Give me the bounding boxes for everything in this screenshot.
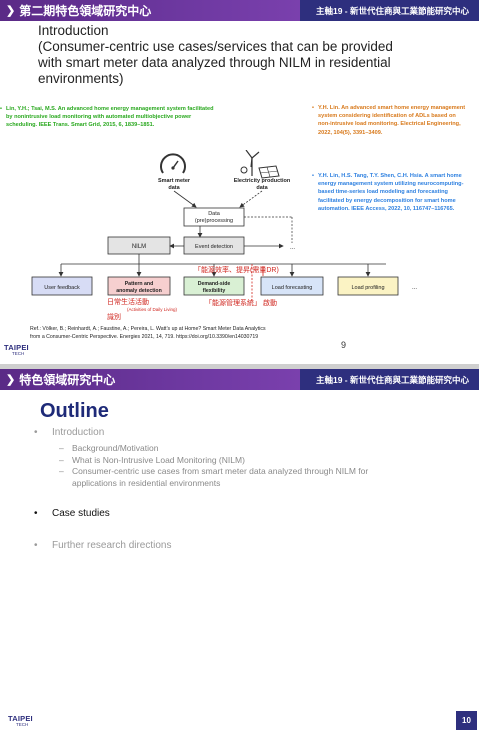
logo-subtext: TECH [12,351,25,356]
pattern-detection-label: Pattern and [125,281,154,287]
wind-turbine-icon [245,150,260,176]
slide-separator [0,364,479,369]
red-annotation: 「能源管理系統」 啟動 [205,298,277,307]
slide-header: ❯ 特色領域研究中心 主軸19 - 新世代住商與工業節能研究中心 [0,369,479,390]
outline-list: • Introduction – Background/Motivation –… [34,426,454,552]
reference-text: Y.H. Lin. An advanced smart home energy … [318,105,466,136]
pattern-detection-label: anomaly detection [116,288,162,294]
outline-item: • Further research directions [34,539,454,552]
outline-subitem-continuation: applications in residential environments [34,478,454,490]
header-left: ❯ 特色領域研究中心 [0,369,300,390]
gauge-icon [160,153,186,174]
slide-10: ❯ 特色領域研究中心 主軸19 - 新世代住商與工業節能研究中心 Outline… [0,369,479,733]
bullet: • [34,427,38,438]
slide-title: Outline [40,400,109,422]
logo-text: TAIPEI [4,343,29,352]
user-feedback-label: User feedback [44,285,80,291]
load-profiling-box [337,276,399,296]
slide-9: ❯ 第二期特色領域研究中心 主軸19 - 新世代住商與工業節能研究中心 Intr… [0,0,479,364]
reference-blue: • Y.H. Lin, H.S. Tang, T.Y. Shen, C.H. H… [312,172,468,213]
header-right: 主軸19 - 新世代住商與工業節能研究中心 [300,369,479,390]
outline-item: • Introduction [34,426,454,439]
reference-green: • Lin, Y.H.; Tsai, M.S. An advanced home… [0,105,221,129]
outline-subitem-label: Consumer-centric use cases from smart me… [72,466,369,476]
load-forecasting-label: Load forecasting [272,285,313,291]
chevron-right-icon: ❯ [6,5,16,17]
user-feedback-box [31,276,93,296]
bullet: • [0,106,2,112]
bullet: • [34,540,38,551]
logo-text: TAIPEI [8,714,33,723]
bullet: • [312,173,314,179]
outline-item: • Case studies [34,507,454,520]
page-number: 9 [341,340,347,350]
header-left-text: 第二期特色領域研究中心 [19,4,152,18]
outline-subitem: – Background/Motivation [34,443,454,455]
solar-panel-icon [240,165,280,179]
outline-subitem: – Consumer-centric use cases from smart … [34,466,454,478]
demand-side-box [183,276,245,296]
demand-side-label: Demand-side [198,281,231,287]
title-line: environments) [38,71,124,86]
taipei-tech-logo: TAIPEI TECH [4,343,30,361]
preprocessing-label: (pre)processing [195,218,233,224]
taipei-tech-logo: TAIPEI TECH [8,714,34,732]
outline-item-label: Case studies [52,508,110,519]
dash: – [59,466,64,476]
logo-subtext: TECH [16,722,29,727]
outline-subitem: – What is Non-Intrusive Load Monitoring … [34,455,454,467]
citation-line: from a Consumer-Centric Perspective. Ene… [30,334,259,340]
outline-subitem-label: applications in residential environments [72,477,221,488]
event-detection-label: Event detection [195,244,233,250]
nilm-label: NILM [132,244,146,250]
outline-subitem-label: Background/Motivation [72,443,159,453]
outline-item-label: Introduction [52,427,105,438]
title-line: (Consumer-centric use cases/services tha… [38,39,393,54]
page-number: 10 [456,711,477,730]
event-detection-box [183,236,245,255]
header-left-text: 特色領域研究中心 [19,373,116,387]
red-annotation: 識別 [107,312,121,320]
reference-orange: • Y.H. Lin. An advanced smart home energ… [312,104,468,137]
header-left: ❯ 第二期特色領域研究中心 [0,0,300,21]
outline-item-label: Further research directions [52,540,172,551]
demand-side-label: flexibility [203,288,226,294]
title-line: Introduction [38,23,109,38]
bullet: • [34,508,38,519]
load-profiling-label: Load profiling [351,285,384,291]
pattern-detection-box [107,276,171,296]
outline-subitem-label: What is Non-Intrusive Load Monitoring (N… [72,454,245,465]
red-annotation: 「能源效率、提昇(需量DR) [194,265,279,274]
ellipsis: ... [412,285,417,291]
title-line: with smart meter data analyzed through N… [38,55,391,70]
bullet: • [312,105,314,111]
reference-text: Lin, Y.H.; Tsai, M.S. An advanced home e… [6,106,214,128]
dash: – [59,454,64,465]
reference-text: Y.H. Lin, H.S. Tang, T.Y. Shen, C.H. Hsi… [318,173,464,212]
dash: – [59,443,64,453]
slide-title: Introduction (Consumer-centric use cases… [38,23,458,87]
slide-header: ❯ 第二期特色領域研究中心 主軸19 - 新世代住商與工業節能研究中心 [0,0,479,21]
citation-line: Ref.: Völker, B.; Reinhardt, A.; Faustin… [30,326,266,332]
electricity-production-label: data [256,185,268,191]
citation: Ref.: Völker, B.; Reinhardt, A.; Faustin… [30,325,330,341]
chevron-right-icon: ❯ [6,374,16,386]
nilm-use-case-diagram: Smart meter data Electricity production … [31,150,417,320]
red-annotation: 日常生活活動 [107,297,149,306]
electricity-production-label: Electricity production [234,178,291,184]
smart-meter-label: data [168,185,180,191]
ellipsis: ... [290,245,295,251]
red-annotation: (Activities of Daily Living) [127,307,178,312]
smart-meter-label: Smart meter [158,178,191,184]
preprocessing-label: Data [208,211,221,217]
load-forecasting-box [260,276,324,296]
header-right: 主軸19 - 新世代住商與工業節能研究中心 [300,0,479,21]
